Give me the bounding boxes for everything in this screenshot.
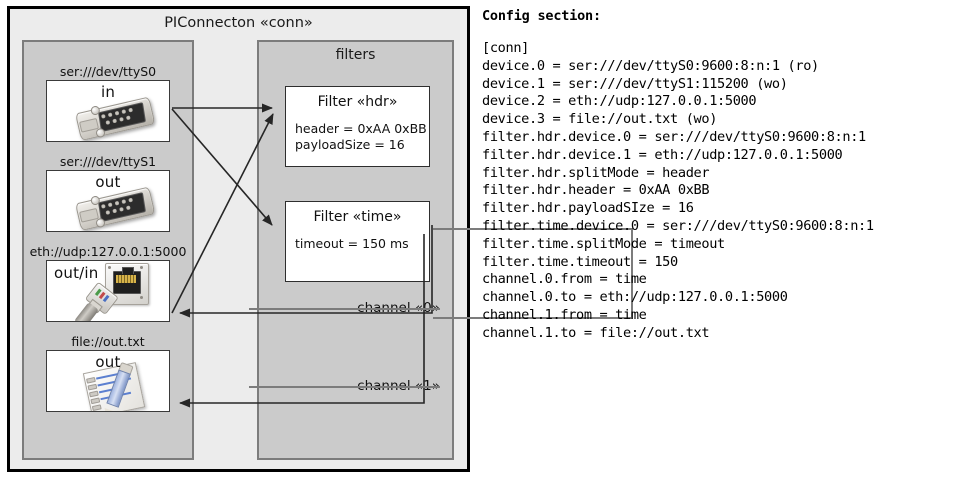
filter-hdr-properties: header = 0xAA 0xBB payloadSize = 16 [295, 121, 429, 153]
channel-1-label: channel «1» [357, 378, 440, 394]
filter-time-properties: timeout = 150 ms [295, 236, 429, 252]
filter-hdr-prop-payloadsize: payloadSize = 16 [295, 137, 405, 152]
config-text: [conn] device.0 = ser:///dev/ttyS0:9600:… [482, 40, 874, 341]
device-ttys1-label: ser:///dev/ttyS1 [59, 154, 157, 169]
config-heading: Config section: [482, 8, 601, 24]
device-eth-label: eth://udp:127.0.0.1:5000 [29, 244, 187, 259]
device-eth-box[interactable]: out/in [46, 260, 170, 322]
device-file-box[interactable]: out [46, 350, 170, 412]
device-ttys0-direction: in [100, 83, 116, 101]
device-ttys0-box[interactable]: in [46, 80, 170, 142]
device-ttys1[interactable]: ser:///dev/ttyS1 out [46, 154, 170, 232]
filter-time-prop-timeout: timeout = 150 ms [295, 236, 409, 251]
device-ttys0-label: ser:///dev/ttyS0 [59, 64, 157, 79]
device-file[interactable]: file://out.txt out [46, 334, 170, 412]
device-ttys1-direction: out [95, 173, 121, 191]
devices-panel: ser:///dev/ttyS0 in [22, 40, 194, 460]
filters-panel: filters Filter «hdr» header = 0xAA 0xBB … [257, 40, 633, 460]
channel-0-frame [433, 228, 633, 319]
device-file-label: file://out.txt [71, 334, 145, 349]
device-ttys1-box[interactable]: out [46, 170, 170, 232]
filter-hdr-box[interactable]: Filter «hdr» header = 0xAA 0xBB payloadS… [285, 86, 430, 167]
filter-time-box[interactable]: Filter «time» timeout = 150 ms [285, 201, 430, 282]
device-eth[interactable]: eth://udp:127.0.0.1:5000 out/in [30, 244, 186, 322]
device-file-direction: out [95, 353, 121, 371]
filter-time-title: Filter «time» [313, 209, 402, 225]
config-section: Config section: [conn] device.0 = ser://… [482, 8, 960, 343]
device-eth-direction: out/in [54, 264, 99, 282]
channel-0-label: channel «0» [357, 300, 440, 316]
filters-panel-title: filters [335, 47, 376, 63]
device-ttys0[interactable]: ser:///dev/ttyS0 in [46, 64, 170, 142]
diagram-title: PIConnecton «conn» [164, 15, 313, 31]
component-diagram: PIConnecton «conn» ser:///dev/ttyS0 in [7, 6, 633, 472]
filter-hdr-prop-header: header = 0xAA 0xBB [295, 121, 427, 136]
filter-hdr-title: Filter «hdr» [317, 94, 398, 110]
